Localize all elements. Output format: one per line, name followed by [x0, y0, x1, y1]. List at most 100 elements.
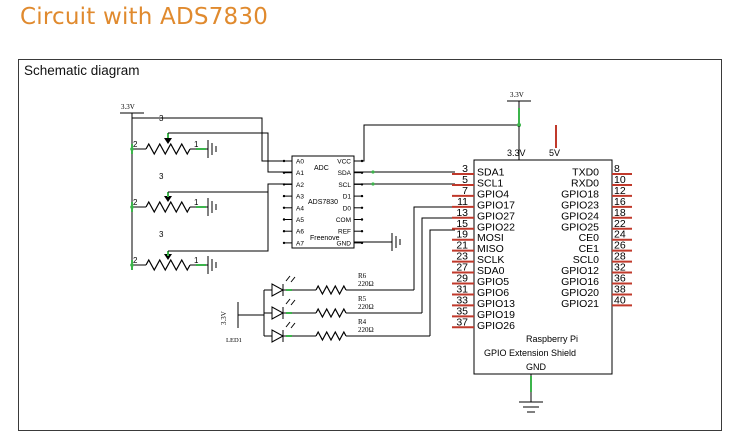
shield-pin-label: GPIO27: [477, 210, 515, 222]
shield-pin-label: GPIO6: [477, 287, 509, 299]
adc-pin-label: SDA: [338, 170, 352, 177]
pot-pin-wiper: 3: [159, 114, 164, 123]
shield-pin-label: SDA1: [477, 167, 505, 179]
pot-pin-a: 2: [133, 256, 138, 265]
adc-pin-label: D0: [343, 205, 352, 212]
shield-pin-number: 35: [456, 305, 468, 317]
vcc-top: 3.3V: [354, 91, 531, 162]
adc-pin-label: A0: [296, 159, 304, 166]
shield-pin-label: GPIO17: [477, 199, 515, 211]
gpio-shield: 3.3V 5V Raspberry Pi GPIO Extension Shie…: [452, 125, 632, 375]
shield-pin-label: GPIO16: [561, 276, 599, 288]
bus-wires: [354, 170, 455, 336]
led-label: LED1: [226, 337, 242, 344]
pot-pin-b: 1: [194, 198, 199, 207]
resistor-name: R4: [358, 318, 367, 326]
shield-gnd-label: GND: [526, 362, 547, 372]
shield-3v3-label: 3.3V: [507, 148, 526, 158]
shield-pin-number: 11: [457, 196, 468, 208]
adc-pin-label: A4: [296, 205, 304, 212]
potentiometer: 3 2 1: [130, 114, 292, 173]
adc-pin-label: GND: [337, 240, 352, 247]
shield-pin-number: 21: [456, 240, 468, 252]
adc-pin-label: COM: [336, 217, 351, 224]
shield-pin-number: 22: [614, 218, 626, 230]
shield-pin-number: 18: [614, 207, 626, 219]
pot-pin-b: 1: [194, 140, 199, 149]
shield-pin-label: MOSI: [477, 232, 504, 244]
shield-pin-number: 7: [462, 185, 468, 197]
shield-pin-label: SDA0: [477, 265, 505, 277]
adc-name: ADC: [314, 165, 329, 172]
shield-pin-label: GPIO12: [561, 265, 599, 277]
shield-pin-number: 24: [614, 229, 626, 241]
shield-pin-number: 27: [456, 262, 468, 274]
adc-pin-label: VCC: [337, 159, 351, 166]
shield-pin-label: GPIO24: [561, 210, 599, 222]
resistor-name: R5: [358, 295, 367, 303]
shield-pin-label: SCLK: [477, 254, 504, 266]
resistor-value: 220Ω: [358, 303, 374, 311]
shield-pin-label: RXD0: [571, 177, 599, 189]
pot-pin-a: 2: [133, 140, 138, 149]
shield-pin-number: 23: [456, 251, 468, 263]
shield-5v-label: 5V: [549, 148, 560, 158]
shield-pin-number: 5: [462, 174, 468, 186]
shield-pin-label: MISO: [477, 243, 504, 255]
adc-pin-label: A2: [296, 182, 304, 189]
shield-pin-label: GPIO21: [561, 298, 599, 310]
shield-pin-label: SCL1: [477, 177, 503, 189]
shield-pin-label: GPIO25: [561, 221, 599, 233]
led-vcc-label: 3.3V: [220, 311, 228, 325]
shield-pin-number: 26: [614, 240, 626, 252]
adc-pin-label: A3: [296, 194, 304, 201]
adc-pin-label: REF: [338, 229, 351, 236]
page-title: Circuit with ADS7830: [20, 4, 269, 30]
adc-part: ADS7830: [308, 199, 338, 206]
shield-pin-number: 8: [614, 163, 620, 175]
shield-pin-label: CE1: [579, 243, 600, 255]
shield-pin-number: 32: [614, 262, 626, 274]
shield-pin-number: 15: [456, 218, 468, 230]
shield-pin-label: GPIO26: [477, 320, 515, 332]
vcc-top-label: 3.3V: [510, 91, 524, 99]
shield-name-1: Raspberry Pi: [526, 334, 578, 344]
shield-pin-label: GPIO18: [561, 188, 599, 200]
shield-pin-number: 36: [614, 273, 626, 285]
shield-pin-label: GPIO4: [477, 188, 509, 200]
figure-caption: Schematic diagram: [24, 63, 140, 78]
shield-pin-number: 38: [614, 283, 626, 295]
resistor-value: 220Ω: [358, 326, 374, 334]
adc-pin-label: A7: [296, 240, 304, 247]
shield-pin-number: 12: [614, 185, 626, 197]
shield-pin-number: 33: [456, 294, 468, 306]
shield-pin-number: 10: [614, 174, 626, 186]
shield-pin-number: 40: [614, 294, 626, 306]
resistor-name: R6: [358, 272, 367, 280]
resistor-value: 220Ω: [358, 280, 374, 288]
shield-pin-label: GPIO22: [477, 221, 515, 233]
adc-ground: [354, 233, 401, 251]
shield-pin-number: 28: [614, 251, 626, 263]
shield-pin-label: GPIO19: [477, 309, 515, 321]
shield-pin-label: SCL0: [573, 254, 599, 266]
shield-pin-label: CE0: [579, 232, 600, 244]
shield-name-2: GPIO Extension Shield: [484, 348, 576, 358]
pot-pin-b: 1: [194, 256, 199, 265]
shield-ground: [519, 374, 543, 413]
shield-pin-label: GPIO5: [477, 276, 509, 288]
shield-pins: 3 SDA1 5 SCL1 7 GPIO4 11 GPIO17 13 GPIO27 15 GPIO22…: [452, 163, 632, 332]
shield-pin-number: 13: [456, 207, 468, 219]
adc-pin-label: A6: [296, 229, 304, 236]
shield-pin-number: 3: [462, 163, 468, 175]
adc-pin-label: A5: [296, 217, 304, 224]
